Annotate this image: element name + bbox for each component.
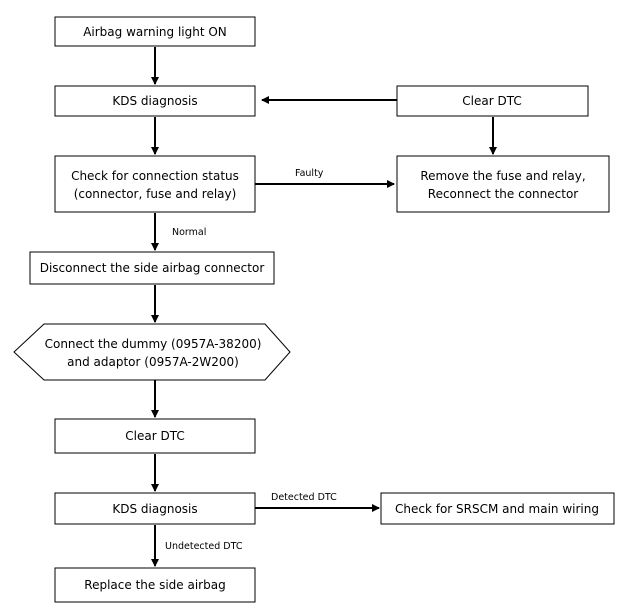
node-label-line-2: (connector, fuse and relay) <box>74 187 237 201</box>
node-label: KDS diagnosis <box>112 502 197 516</box>
node-label: Airbag warning light ON <box>83 25 227 39</box>
node-kds-diagnosis-2: KDS diagnosis <box>54 492 256 525</box>
node-label: Check for SRSCM and main wiring <box>395 502 599 516</box>
node-label: Clear DTC <box>462 94 521 108</box>
node-label: Disconnect the side airbag connector <box>40 261 265 275</box>
node-label-line-1: Remove the fuse and relay, <box>420 169 585 183</box>
node-label-line-2: Reconnect the connector <box>428 187 579 201</box>
edge-label-normal: Normal <box>172 227 206 238</box>
edge-label-faulty: Faulty <box>295 168 324 179</box>
node-label: Replace the side airbag <box>84 578 225 592</box>
node-check-connection-status: Check for connection status (connector, … <box>54 155 256 213</box>
node-remove-fuse-relay: Remove the fuse and relay, Reconnect the… <box>396 155 610 213</box>
node-airbag-warning-light: Airbag warning light ON <box>54 16 256 47</box>
node-label-line-1: Check for connection status <box>71 169 239 183</box>
node-kds-diagnosis-1: KDS diagnosis <box>54 85 256 117</box>
node-disconnect-side-airbag: Disconnect the side airbag connector <box>29 251 275 285</box>
node-label-line-1: Connect the dummy (0957A-38200) <box>45 337 262 351</box>
node-check-srscm-wiring: Check for SRSCM and main wiring <box>380 492 615 525</box>
node-label: KDS diagnosis <box>112 94 197 108</box>
node-replace-side-airbag: Replace the side airbag <box>54 567 256 603</box>
edge-label-detected-dtc: Detected DTC <box>271 492 337 503</box>
node-clear-dtc-top: Clear DTC <box>396 85 589 117</box>
node-label-line-2: and adaptor (0957A-2W200) <box>67 355 239 369</box>
edge-label-undetected-dtc: Undetected DTC <box>165 541 243 552</box>
node-connect-dummy-adaptor: Connect the dummy (0957A-38200) and adap… <box>13 323 291 381</box>
node-clear-dtc-mid: Clear DTC <box>54 418 256 454</box>
node-label: Clear DTC <box>125 429 184 443</box>
